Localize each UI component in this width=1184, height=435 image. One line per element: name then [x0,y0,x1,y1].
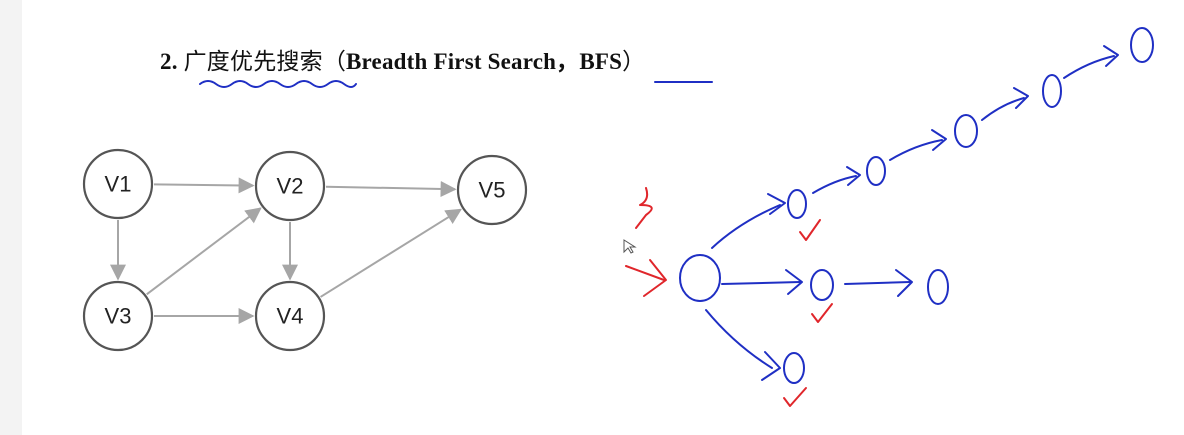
sketch-edge-chain-4 [1063,55,1115,79]
section-heading: 2. 广度优先搜索（Breadth First Search，BFS） [160,42,645,76]
sketch-arrowhead-chain-2 [931,129,947,151]
heading-number: 2. [160,49,178,74]
sketch-node-chain-4 [1130,27,1154,63]
bfs-sketch [679,27,1154,384]
sketch-edge-root-down [705,309,773,369]
sketch-node-mid-next [927,269,949,305]
sketch-node-down [783,352,805,384]
graph-node-circle [456,154,528,226]
graph-node-v2: V2 [254,150,326,222]
heading-abbr: BFS [579,49,623,74]
graph-edge-v4-v5 [320,208,462,298]
sketch-node-chain-2 [954,114,978,148]
sketch-arrowhead-chain-3 [1013,87,1029,109]
graph-node-v1: V1 [82,148,154,220]
sketch-edge-chain-2 [889,139,943,161]
red-annotations [625,187,833,407]
sketch-edge-chain-1 [812,175,857,194]
graph-node-label: V4 [277,304,304,329]
heading-title-cn: 广度优先搜索 [183,49,323,74]
check-mark-up [799,219,821,241]
graph-node-circle [82,148,154,220]
graph-node-v5: V5 [456,154,528,226]
sketch-edge-mid-next [844,281,911,285]
sketch-arrowhead-down [761,351,781,381]
graph-edges [110,177,462,324]
check-mark-down [783,387,807,407]
check-mark-mid [811,303,833,323]
heading-open-paren: （ [322,49,347,74]
sketch-arrowhead-chain-1 [846,166,861,186]
graph-node-v4: V4 [254,280,326,352]
sketch-edge-chain-3 [981,97,1025,121]
sketch-node-up [787,189,807,219]
graph-node-label: V2 [277,174,304,199]
graph-node-label: V1 [105,172,132,197]
red-squiggle-mark [635,187,653,229]
graph-node-label: V3 [105,304,132,329]
red-start-arrow [625,265,665,281]
graph-edge-v3-v2 [146,207,262,296]
mouse-cursor-icon [623,239,637,254]
graph-edge-v1-v2 [153,177,255,194]
red-start-arrowhead [643,259,667,297]
sketch-arrowhead-mid [785,269,803,295]
graph-node-v3: V3 [82,280,154,352]
wavy-underline [199,80,357,88]
sketch-arrowhead-chain-4 [1103,45,1119,67]
sketch-node-chain-3 [1042,74,1062,108]
graph-node-circle [82,280,154,352]
graph-node-circle [254,280,326,352]
sketch-root-node [679,254,721,302]
sketch-edge-root-mid [721,281,801,285]
sketch-arrowhead-mid-next [895,269,913,297]
left-margin-strip [0,0,22,435]
heading-title-en: Breadth First Search， [346,49,580,74]
graph-node-circle [254,150,326,222]
graph-node-label: V5 [479,178,506,203]
sketch-arrowhead-up [767,193,786,215]
graph-edge-v2-v5 [325,180,457,197]
heading-close-paren: ） [622,49,646,74]
sketch-node-chain-1 [866,156,886,186]
sketch-edge-root-up [711,204,781,249]
sketch-node-mid [810,269,834,301]
